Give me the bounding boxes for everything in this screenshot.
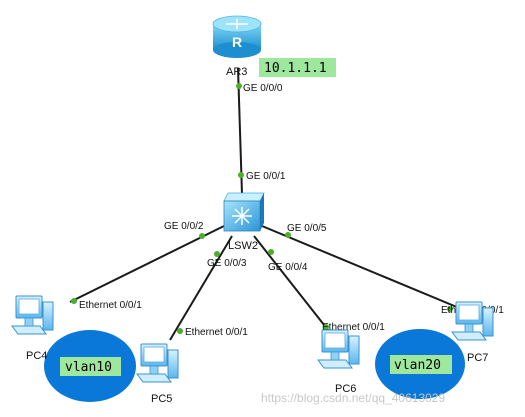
- router-icon[interactable]: R: [212, 15, 262, 58]
- link-switch-pc6: [253, 235, 333, 336]
- router-ip: 10.1.1.1: [264, 61, 327, 76]
- pc4-icon[interactable]: [11, 295, 54, 335]
- pc5-name: PC5: [151, 393, 172, 405]
- vlan10-label: vlan10: [65, 360, 112, 375]
- port-dot-pc7-eth: [447, 306, 453, 312]
- port-dot-lsw2-ge003: [214, 251, 220, 257]
- pc4-port-label: Ethernet 0/0/1: [79, 300, 142, 311]
- pc5-port-label: Ethernet 0/0/1: [185, 327, 248, 338]
- pc6-icon[interactable]: [317, 329, 360, 369]
- pc4-name: PC4: [26, 350, 47, 362]
- vlan10-group: vlan10: [44, 330, 136, 402]
- link-switch-pc5: [169, 235, 233, 341]
- pc6-port-label: Ethernet 0/0/1: [322, 322, 385, 333]
- port-dot-pc6-eth: [323, 324, 329, 330]
- links: [69, 67, 465, 341]
- link-switch-pc4: [69, 225, 225, 303]
- switch-icon[interactable]: [223, 192, 265, 232]
- switch-port-ge001: GE 0/0/1: [246, 171, 286, 182]
- port-dot-pc5-eth: [177, 328, 183, 334]
- vlan20-group: vlan20: [375, 329, 465, 399]
- switch-port-ge005: GE 0/0/5: [287, 223, 327, 234]
- switch-port-ge004: GE 0/0/4: [268, 262, 308, 273]
- pc5-icon[interactable]: [136, 343, 179, 383]
- port-dot-lsw2-ge002: [199, 233, 205, 239]
- port-dot-ar3-ge000: [236, 83, 242, 89]
- port-dots: [71, 83, 453, 334]
- link-switch-pc7: [261, 225, 465, 311]
- pc7-name: PC7: [467, 352, 488, 364]
- router-name: AR3: [226, 66, 247, 78]
- port-dot-lsw2-ge001: [238, 172, 244, 178]
- ip-address-box: 10.1.1.1: [259, 58, 336, 77]
- watermark-text: https://blog.csdn.net/qq_40613029: [261, 391, 445, 405]
- port-dot-pc4-eth: [71, 298, 77, 304]
- pc7-icon[interactable]: [451, 301, 494, 341]
- switch-name: LSW2: [228, 240, 258, 252]
- router-port-label: GE 0/0/0: [243, 83, 283, 94]
- switch-port-ge002: GE 0/0/2: [164, 221, 204, 232]
- switch-port-ge003: GE 0/0/3: [207, 258, 247, 269]
- port-dot-lsw2-ge004: [268, 249, 274, 255]
- port-dot-lsw2-ge005: [285, 232, 291, 238]
- pc6-name: PC6: [335, 383, 356, 395]
- vlan20-label: vlan20: [394, 358, 441, 373]
- svg-text:R: R: [232, 34, 242, 50]
